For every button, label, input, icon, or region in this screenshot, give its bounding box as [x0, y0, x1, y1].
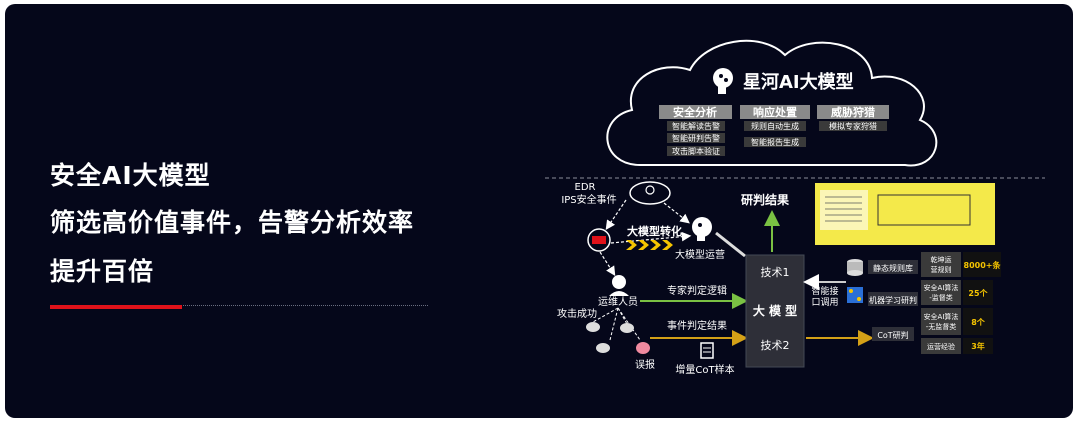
headline-line-1: 安全AI大模型: [50, 161, 211, 190]
headline-line-3: 提升百倍: [50, 257, 155, 286]
tree-line: [617, 307, 628, 325]
headline-line-2: 筛选高价值事件，告警分析效率: [50, 208, 415, 237]
source-label-ips: IPS安全事件: [561, 193, 616, 206]
attack-success-label: 攻击成功: [557, 307, 597, 320]
flow-arrow: [663, 202, 690, 224]
flow-arrow: [605, 199, 627, 230]
stat-label-3a: 安全AI算法: [924, 312, 959, 321]
category-3-header-bg: [817, 105, 889, 119]
item-box: [667, 121, 725, 131]
smart-interface-label-1: 智能接: [811, 285, 838, 297]
event-result-label: 事件判定结果: [667, 319, 727, 332]
module-box: [872, 327, 914, 341]
brain-head-icon: [713, 68, 733, 94]
stat-label-4: 运营经验: [927, 342, 955, 351]
ops-ai-label: 大模型运营: [675, 248, 725, 261]
stat-value-bg: [963, 338, 993, 354]
leaf-node: [620, 323, 634, 333]
false-alarm-label: 误报: [635, 358, 655, 371]
cot-samples-label: 增量CoT样本: [675, 363, 734, 376]
cloud-title: 星河AI大模型: [743, 71, 854, 93]
item-box: [744, 137, 806, 147]
category-1-item-2: 智能研判告警: [672, 133, 720, 143]
stat-label-2a: 安全AI算法: [924, 283, 959, 292]
module-static-rules: 静态规则库: [873, 263, 913, 273]
flow-arrow: [599, 251, 616, 277]
operator-label: 运维人员: [598, 295, 638, 308]
module-box: [868, 292, 918, 306]
divider-line: [50, 305, 428, 306]
module-ml: 机器学习研判: [869, 295, 917, 305]
connector-line: [715, 231, 746, 258]
stat-label-bg: [921, 280, 961, 305]
stat-label-bg: [921, 338, 961, 354]
ai-head-icon: [692, 217, 712, 241]
database-icon: [847, 259, 863, 276]
doc-panel-sheet: [820, 190, 868, 230]
tree-line: [617, 307, 641, 341]
stat-value-3: 8个: [971, 317, 986, 327]
threat-cloud-icon: [629, 181, 671, 205]
stat-label-bg: [921, 308, 961, 335]
module-box: [868, 260, 918, 274]
stat-value-4: 3年: [971, 341, 985, 351]
stat-label-2b: -监督类: [929, 293, 953, 302]
flow-arrow: [610, 231, 692, 244]
source-label-edr: EDR: [575, 182, 596, 193]
item-box: [744, 121, 806, 131]
stat-value-2: 25个: [968, 288, 988, 298]
category-2-item-1: 规则自动生成: [751, 121, 799, 131]
tree-line: [609, 307, 619, 341]
false-alarm-node: [636, 342, 650, 354]
item-box: [667, 133, 725, 143]
category-3-title: 威胁狩猎: [831, 105, 875, 119]
ml-network-icon: [847, 287, 863, 303]
stat-label-1b: 营规则: [931, 265, 952, 274]
expert-logic-label: 专家判定逻辑: [667, 284, 727, 297]
category-1-title: 安全分析: [673, 105, 717, 119]
stat-label-bg: [921, 252, 961, 277]
transform-label: 大模型转化: [627, 224, 682, 238]
research-result-label: 研判结果: [741, 192, 789, 207]
leaf-node: [596, 343, 610, 353]
category-3-item-1: 模拟专家狩猎: [829, 121, 877, 131]
category-1-item-3: 攻击脚本验证: [672, 146, 720, 156]
smart-interface-label-2: 口调用: [811, 297, 838, 308]
tech2-label: 技术2: [761, 339, 790, 352]
accent-bar: [50, 305, 182, 309]
doc-panel-frame: [877, 194, 971, 226]
stat-label-3b: -无监督类: [926, 322, 957, 331]
category-1-item-1: 智能解读告警: [672, 121, 720, 131]
category-1-header-bg: [659, 105, 732, 119]
category-2-item-2: 智能报告生成: [751, 137, 799, 147]
stat-value-1: 8000+条: [964, 260, 1002, 270]
stat-value-bg: [963, 252, 1001, 277]
stat-value-bg: [963, 308, 993, 335]
item-box: [819, 121, 887, 131]
category-2-title: 响应处置: [753, 105, 797, 119]
module-cot: CoT研判: [877, 330, 908, 340]
stat-label-1a: 乾坤运: [931, 255, 952, 264]
document-icon: [700, 342, 714, 359]
leaf-node: [586, 322, 600, 332]
operator-icon: [609, 275, 629, 296]
category-2-header-bg: [740, 105, 810, 119]
chevrons-icon: [626, 240, 673, 250]
item-box: [667, 146, 725, 156]
stat-value-bg: [963, 280, 993, 305]
tech1-label: 技术1: [761, 266, 790, 279]
alert-server-icon: [587, 228, 611, 252]
model-core-box: [745, 254, 805, 368]
model-core-title: 大 模 型: [753, 303, 797, 318]
